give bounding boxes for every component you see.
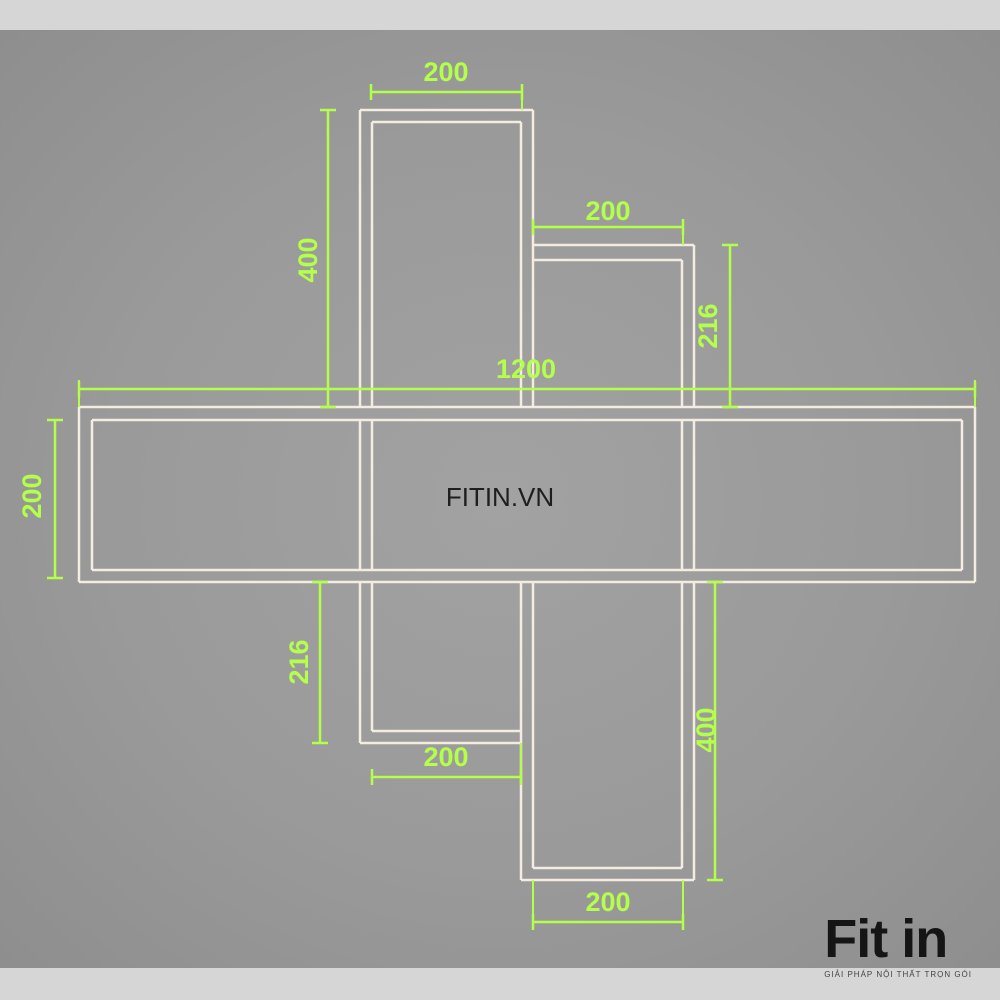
dim-upper-right-height: 216 [693, 303, 723, 348]
drawing-canvas [0, 30, 1000, 968]
logo-brand: Fit in [824, 909, 948, 969]
dim-lower-right-width: 200 [585, 887, 630, 917]
logo-tagline: GIẢI PHÁP NỘI THẤT TRỌN GÓI [824, 970, 972, 979]
watermark-text: FITIN.VN [446, 482, 554, 512]
shelf-frame [77, 108, 977, 882]
dim-lower-left-height: 216 [284, 639, 314, 684]
dim-lower-right-height: 400 [691, 707, 721, 752]
dim-main-height: 200 [17, 473, 47, 518]
dim-overall-width: 1200 [496, 354, 556, 384]
dim-upper-right-width: 200 [585, 196, 630, 226]
dim-top-height: 400 [293, 237, 323, 282]
dimension-lines [47, 84, 977, 930]
brand-logo: Fit in GIẢI PHÁP NỘI THẤT TRỌN GÓI [824, 912, 972, 979]
dim-top-width: 200 [423, 57, 468, 87]
dim-lower-left-width: 200 [423, 742, 468, 772]
